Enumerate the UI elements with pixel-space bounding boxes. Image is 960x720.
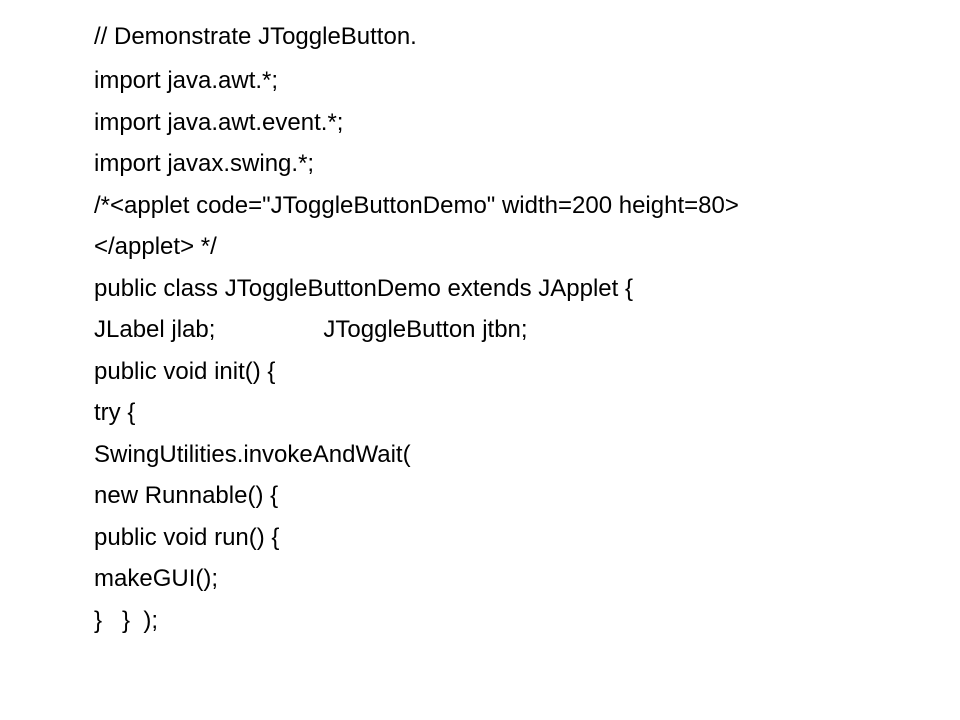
code-line-import-awt: import java.awt.*; (94, 67, 279, 94)
code-line-class-decl: public class JToggleButtonDemo extends J… (94, 274, 633, 302)
code-line-comment: // Demonstrate JToggleButton. (94, 23, 417, 50)
code-line-closing: } } ); (94, 606, 159, 634)
code-field-jlab: JLabel jlab; (94, 316, 216, 343)
code-line-import-swing: import javax.swing.*; (94, 150, 315, 177)
code-line-import-awt-event: import java.awt.event.*; (94, 108, 344, 136)
code-line-makegui: makeGUI(); (94, 565, 219, 592)
code-listing: // Demonstrate JToggleButton. import jav… (94, 14, 739, 641)
code-line-try: try { (94, 399, 136, 426)
code-line-applet-close: </applet> */ (94, 233, 217, 260)
code-line-applet-open: /*<applet code="JToggleButtonDemo" width… (94, 191, 739, 219)
code-line-runnable: new Runnable() { (94, 482, 279, 509)
code-line-init: public void init() { (94, 357, 276, 385)
code-line-run: public void run() { (94, 523, 280, 551)
code-line-fields: JLabel jlab; JToggleButton jtbn; (94, 309, 739, 351)
code-line-invoke: SwingUtilities.invokeAndWait( (94, 440, 411, 468)
code-field-jtbn: JToggleButton jtbn; (323, 316, 528, 343)
